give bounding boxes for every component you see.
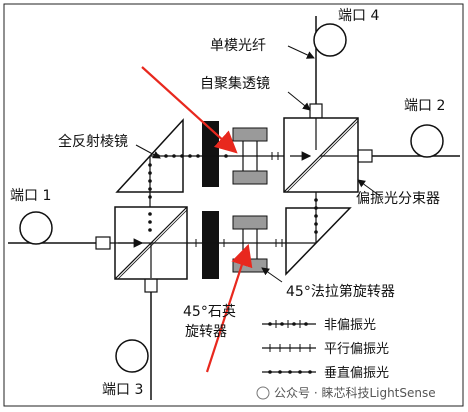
label-port1: 端口 1 (10, 188, 51, 204)
leader-pbs (357, 179, 381, 197)
port3-lens (144, 277, 158, 293)
leader-self-focusing-lens (287, 91, 311, 111)
faraday-rotator-top (232, 127, 268, 185)
watermark: 公众号 · 睐芯科技LightSense (256, 386, 436, 400)
port2-lens (357, 149, 373, 163)
prism-bottom-right (285, 207, 352, 276)
watermark-text: 公众号 · 睐芯科技LightSense (274, 386, 436, 400)
quartz-rotator-top (202, 121, 219, 187)
port3-coil (115, 339, 149, 373)
label-pbs: 偏振光分束器 (356, 191, 440, 207)
port1-lens (95, 236, 111, 250)
leader-faraday (261, 267, 283, 283)
leader-single-mode-fiber (287, 45, 315, 59)
beam-top-right-ticks (271, 152, 279, 160)
port4-coil (313, 23, 347, 57)
label-port2: 端口 2 (404, 98, 445, 114)
legend-parallel-label: 平行偏振光 (324, 342, 389, 357)
quartz-rotator-bottom (202, 211, 219, 279)
red-arrow-top (141, 66, 238, 154)
label-quartz-line2: 旋转器 (185, 324, 227, 340)
red-arrow-bottom (205, 243, 253, 373)
label-port4: 端口 4 (338, 8, 379, 24)
legend: 非偏振光 平行偏振光 垂直偏振光 (262, 318, 389, 381)
faraday-rotator-bottom (232, 215, 268, 273)
port1-coil (19, 211, 53, 245)
label-faraday: 45°法拉第旋转器 (286, 283, 395, 300)
port4-lens (309, 103, 323, 119)
label-self-focusing-lens: 自聚集透镜 (200, 75, 270, 92)
label-port3: 端口 3 (102, 382, 143, 398)
legend-unpolarized-label: 非偏振光 (324, 318, 376, 333)
label-prism: 全反射棱镜 (58, 133, 128, 150)
legend-perpendicular-label: 垂直偏振光 (324, 366, 389, 381)
wechat-icon (256, 386, 270, 400)
label-single-mode-fiber: 单模光纤 (210, 38, 266, 54)
leader-prism (135, 144, 161, 159)
image-frame (3, 3, 464, 407)
port2-coil (410, 124, 444, 158)
label-quartz-line1: 45°石英 (183, 303, 236, 320)
